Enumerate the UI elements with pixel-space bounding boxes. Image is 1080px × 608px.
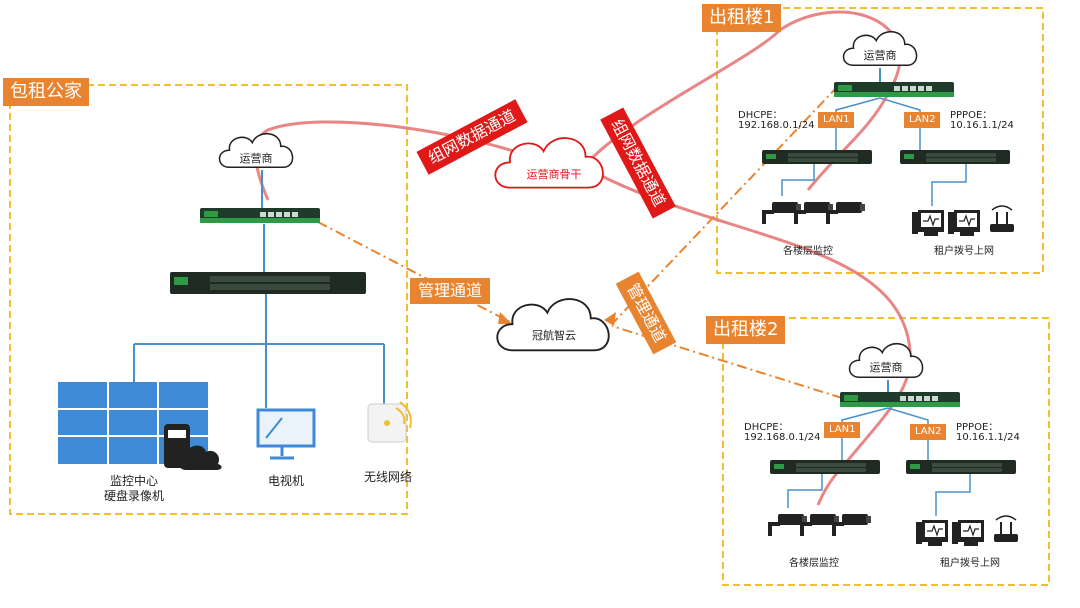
b2-dhcpe-title: DHCPE：: [744, 422, 789, 433]
b1-pc-1: [911, 209, 945, 237]
cloud-isp-landlord: [218, 133, 294, 169]
router-landlord: [200, 208, 320, 223]
b2-wire-tenants: [935, 474, 971, 516]
b1-dhcpe-title: DHCPE：: [738, 110, 783, 121]
b1-pppoe-title: PPPOE：: [950, 110, 993, 121]
b1-lan2-tag: LAN2: [904, 112, 941, 128]
cloud-isp-backbone: [494, 137, 604, 189]
b1-wire-cams: [781, 164, 815, 196]
b2-tenants-label: 租户拨号上网: [940, 558, 1000, 569]
zone-tag-landlord: 包租公家: [3, 78, 89, 106]
tv-label: 电视机: [267, 474, 305, 488]
b2-wire-lan1: [841, 407, 889, 460]
b1-lan1-tag: LAN1: [818, 112, 855, 128]
zone-building1-border: [716, 7, 1044, 274]
b2-lan2-tag: LAN2: [910, 424, 947, 440]
b1-wire-tenants: [931, 164, 967, 206]
cloud-label-backbone: 运营商骨干: [526, 168, 582, 181]
big-switch-landlord: [170, 272, 366, 294]
b1-switch-left: [762, 150, 872, 164]
monitor-center-label-2: 硬盘录像机: [103, 489, 165, 503]
wireless-label: 无线网络: [363, 470, 413, 484]
cloud-label-isp-b1: 运营商: [863, 49, 897, 62]
mgmt-line-landlord: [317, 221, 511, 323]
mgmt-arrow-landlord: [498, 312, 512, 324]
b1-pppoe-addr: 10.16.1.1/24: [950, 120, 1014, 131]
cloud-label-isp-b2: 运营商: [869, 361, 903, 374]
cloud-isp-b2: [848, 343, 924, 379]
nvr-cloud-icon: [164, 424, 222, 470]
cloud-label-isp-landlord: 运营商: [239, 152, 273, 165]
mgmt-line-building1: [611, 85, 839, 325]
b1-tenants-label: 租户拨号上网: [934, 246, 994, 257]
zone-tag-building1: 出租楼1: [702, 4, 782, 32]
b1-pc-2: [947, 209, 981, 237]
mgmt-channel-tag-1: 管理通道: [410, 278, 491, 304]
cloud-guanhang: [496, 298, 610, 352]
monitor-center-label-1: 监控中心: [109, 474, 159, 488]
b2-lan1-tag: LAN1: [824, 422, 861, 438]
b2-wire-lan2: [887, 407, 929, 460]
b2-cameras-label: 各楼层监控: [789, 558, 839, 569]
tv-icon: [256, 408, 316, 460]
b2-pc-1: [915, 519, 949, 547]
b2-wifi-router: [993, 515, 1019, 543]
b2-wire-cams: [787, 474, 823, 508]
b2-pppoe-title: PPPOE：: [956, 422, 999, 433]
b1-switch-right: [900, 150, 1010, 164]
b2-pppoe-addr: 10.16.1.1/24: [956, 432, 1020, 443]
wireless-ap-icon: [367, 401, 412, 443]
b1-router: [834, 82, 954, 97]
b2-switch-left: [770, 460, 880, 474]
b2-dhcpe-addr: 192.168.0.1/24: [744, 432, 821, 443]
b2-switch-right: [906, 460, 1016, 474]
b1-cameras-label: 各楼层监控: [783, 246, 833, 257]
zone-tag-building2: 出租楼2: [706, 316, 786, 344]
b1-wire-lan1: [835, 97, 881, 150]
b2-router: [840, 392, 960, 407]
mgmt-arrow-cloud: [604, 312, 616, 326]
tunnel-line-building1: [588, 10, 902, 191]
cloud-label-guanhang: 冠航智云: [532, 329, 576, 342]
zone-landlord-border: [9, 84, 408, 515]
b2-pc-2: [951, 519, 985, 547]
cloud-isp-b1: [842, 31, 918, 67]
b1-wifi-router: [989, 205, 1015, 233]
b1-wire-lan2: [879, 97, 921, 150]
b1-dhcpe-addr: 192.168.0.1/24: [738, 120, 815, 131]
